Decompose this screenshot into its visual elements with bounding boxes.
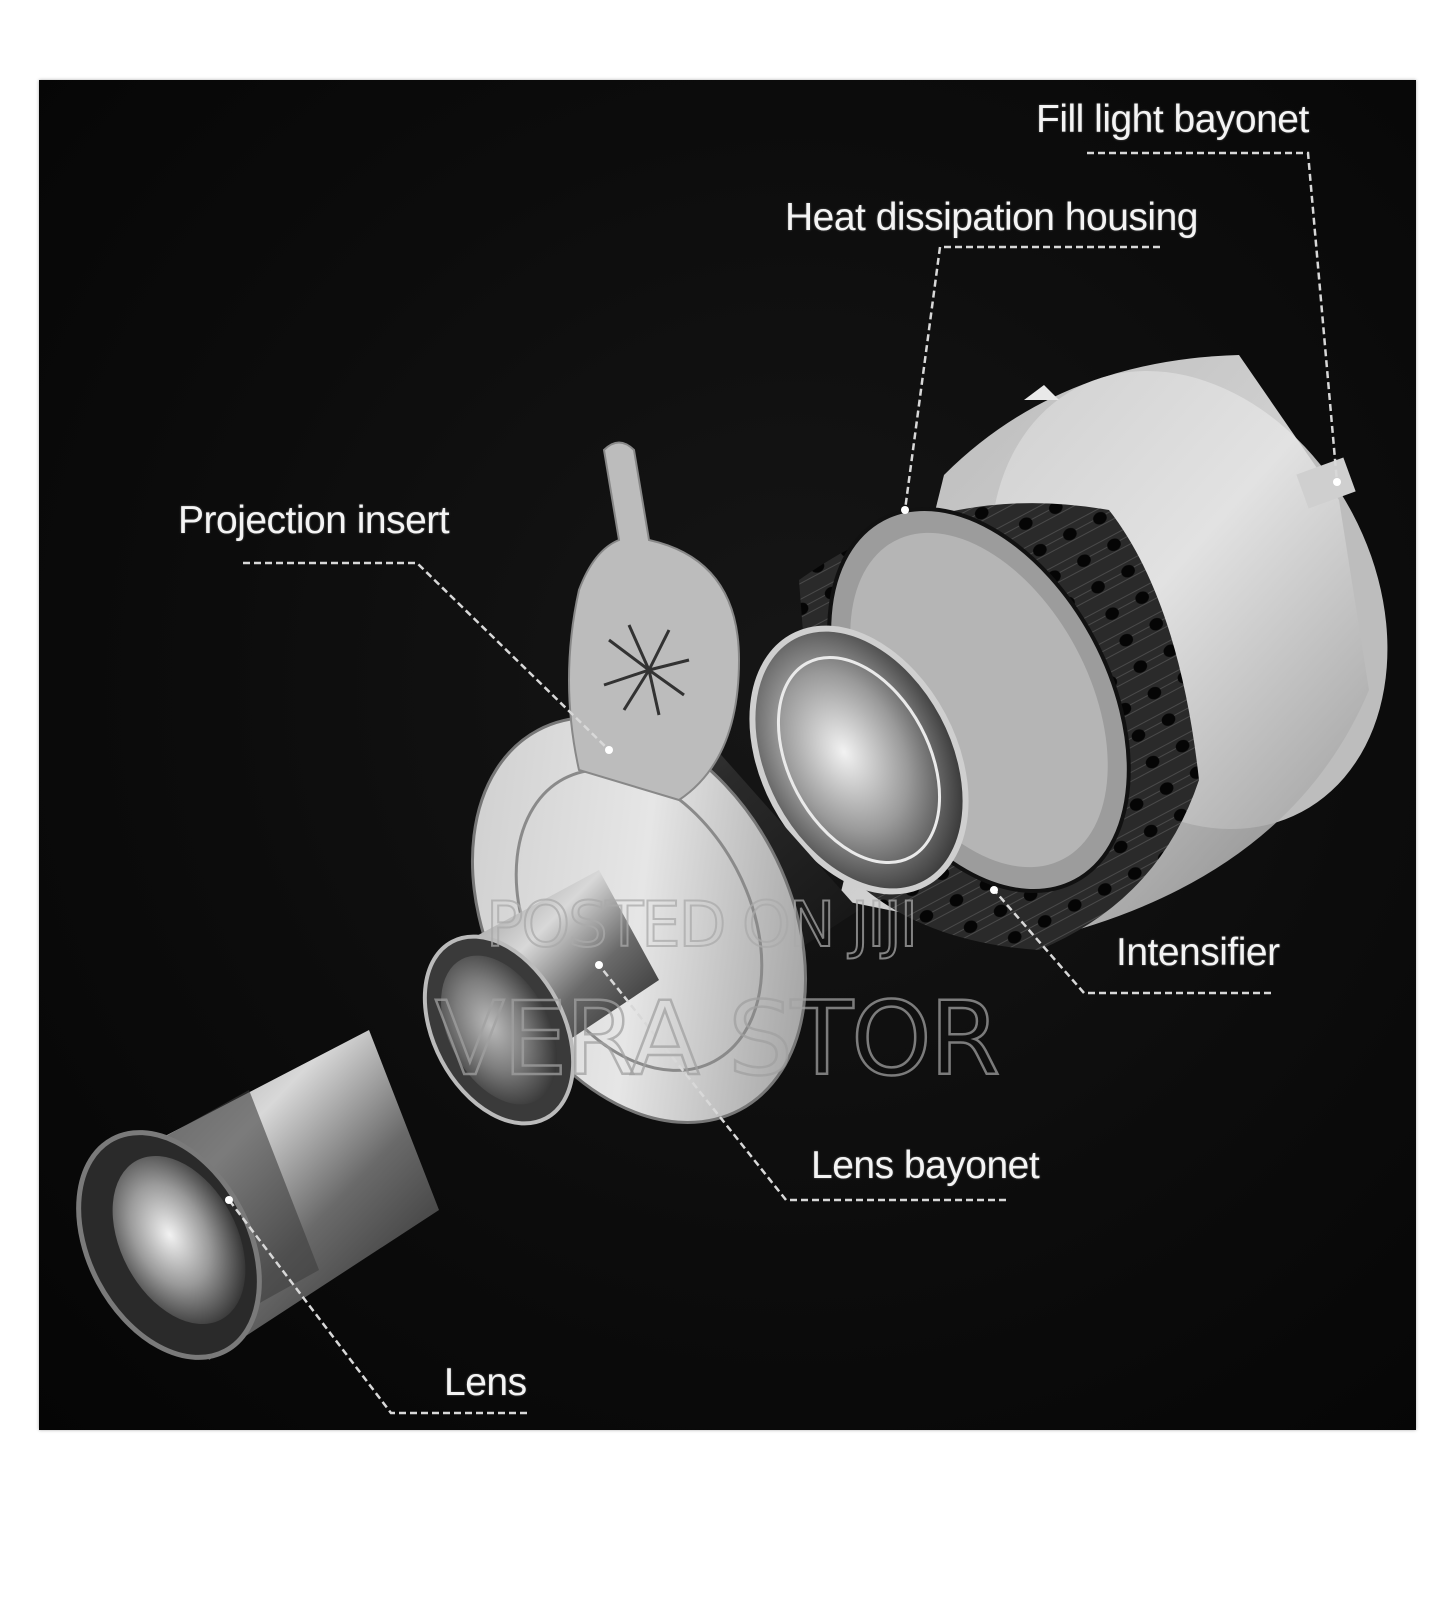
leader-fill-light-bayonet bbox=[1087, 151, 1339, 483]
leader-projection-insert bbox=[243, 561, 610, 751]
leader-lines bbox=[228, 151, 1339, 1415]
label-lens: Lens bbox=[444, 1361, 527, 1404]
product-diagram-panel: Fill light bayonet Heat dissipation hous… bbox=[39, 80, 1416, 1430]
label-lens-bayonet: Lens bayonet bbox=[811, 1144, 1040, 1187]
label-intensifier: Intensifier bbox=[1116, 931, 1280, 974]
exploded-view-illustration bbox=[76, 151, 1388, 1415]
intensifier-part bbox=[749, 625, 969, 895]
leader-lens-bayonet bbox=[598, 964, 1006, 1202]
leader-lens bbox=[228, 1199, 527, 1415]
leader-intensifier bbox=[993, 889, 1271, 995]
label-heat-dissipation-housing: Heat dissipation housing bbox=[785, 196, 1198, 239]
barrel-part bbox=[422, 716, 859, 1126]
projection-insert-part bbox=[568, 441, 741, 802]
leader-dots bbox=[225, 478, 1341, 1204]
watermark-store-name: VERA STOR bbox=[434, 979, 1002, 1101]
watermark-posted-on: POSTED ON JIJI bbox=[485, 887, 919, 962]
label-projection-insert: Projection insert bbox=[178, 499, 450, 542]
lens-part bbox=[76, 1030, 439, 1360]
leader-heat-dissipation-housing bbox=[903, 245, 1160, 511]
label-fill-light-bayonet: Fill light bayonet bbox=[1036, 98, 1309, 141]
